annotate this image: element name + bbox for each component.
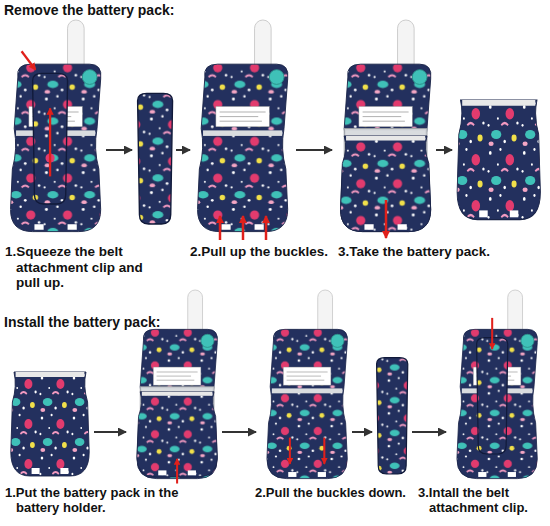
battery-pack — [11, 372, 89, 476]
step-arrow — [94, 431, 126, 433]
belt-clip — [377, 358, 408, 474]
belt-clip — [138, 93, 173, 224]
walkie-talkie — [457, 290, 538, 479]
walkie-talkie — [198, 20, 288, 232]
walkie-talkie — [176, 459, 178, 484]
step-arrow — [352, 431, 372, 433]
step-arrow — [412, 431, 446, 433]
walkie-talkie — [203, 106, 282, 135]
walkie-talkie — [477, 338, 508, 454]
step-arrow — [296, 149, 332, 151]
belt-clip — [138, 93, 173, 224]
step-arrow — [106, 149, 452, 151]
step-arrow — [106, 149, 132, 151]
walkie-talkie — [11, 20, 101, 232]
red-arrow — [219, 216, 222, 240]
step-caption: 2.Pull up the buckles. — [190, 244, 360, 260]
step-caption: 1.Put the battery pack in the battery ho… — [5, 486, 195, 516]
walkie-talkie — [341, 20, 431, 232]
step-caption: 3.Intall the belt attachment clip. — [418, 486, 548, 516]
belt-clip — [377, 358, 408, 474]
battery-pack — [457, 100, 540, 220]
walkie-talkie — [22, 51, 36, 69]
step-arrow — [176, 149, 190, 151]
red-arrow — [242, 216, 245, 240]
walkie-talkie — [267, 290, 348, 479]
step-arrow — [436, 149, 452, 151]
step-caption: 3.Take the battery pack. — [338, 244, 543, 260]
battery-pack — [11, 372, 89, 476]
walkie-talkie — [272, 367, 343, 393]
walkie-talkie — [341, 20, 431, 232]
walkie-talkie — [267, 290, 348, 479]
walkie-talkie — [198, 20, 288, 232]
section-heading: Install the battery pack: — [4, 314, 304, 330]
walkie-talkie — [491, 318, 493, 349]
walkie-talkie — [323, 438, 325, 464]
step-arrow — [222, 431, 256, 433]
walkie-talkie — [33, 73, 68, 204]
red-arrow — [265, 216, 268, 240]
walkie-talkie — [49, 108, 51, 176]
walkie-talkie — [457, 290, 538, 479]
red-arrow — [385, 200, 388, 238]
walkie-talkie — [11, 20, 101, 232]
walkie-talkie — [289, 438, 291, 464]
red-arrow — [220, 200, 386, 240]
step-caption: 1.Squeeze the belt attachment clip and p… — [5, 244, 145, 291]
section-heading: Remove the battery pack: — [4, 2, 304, 18]
step-arrow — [94, 431, 446, 433]
battery-pack — [457, 100, 540, 220]
step-caption: 2.Pull the buckles down. — [255, 486, 425, 501]
